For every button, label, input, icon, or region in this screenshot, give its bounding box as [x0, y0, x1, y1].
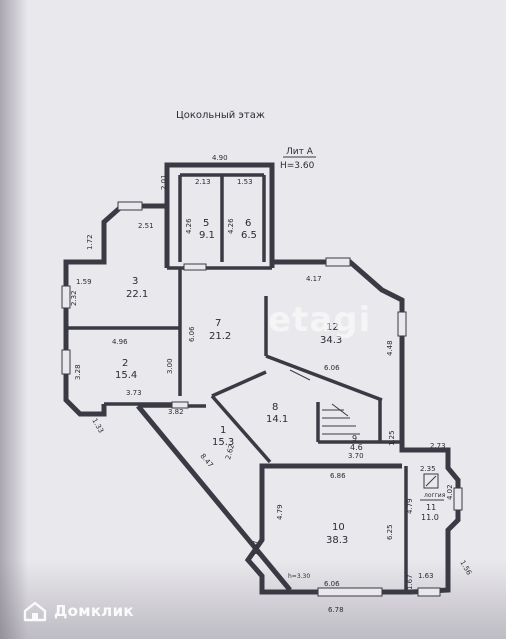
dim-label: 1.59	[76, 278, 92, 286]
dim-label: 6.06	[324, 364, 340, 372]
dim-label: 2.32	[70, 290, 78, 306]
room-labels: 1 15.3 2 15.4 3 22.1 5 9.1 6 6.5 7 21.2 …	[115, 218, 446, 580]
dim-label: 6.86	[330, 472, 346, 480]
room-5-num: 5	[203, 218, 209, 229]
dim-label: 4.79	[276, 504, 284, 520]
dim-label: 2.62	[224, 443, 236, 460]
dim-label: 1.53	[237, 178, 253, 186]
dim-label: 3.82	[168, 408, 184, 416]
stairs	[289, 369, 360, 435]
room-11-num: 11	[426, 503, 436, 512]
room-8-num: 8	[272, 402, 278, 413]
height-label: H=3.60	[280, 161, 315, 171]
dim-label: 1.25	[388, 430, 396, 446]
room-7-area: 21.2	[209, 331, 231, 342]
dim-label: 2.01	[160, 174, 168, 190]
room-5-area: 9.1	[199, 230, 215, 241]
dimension-labels: 4.90 2.01 2.13 1.53 4.26 4.26 2.51 1.72 …	[70, 154, 473, 614]
room-7-num: 7	[215, 318, 221, 329]
dim-label: 1.33	[90, 417, 105, 435]
dim-label: 3.00	[166, 358, 174, 374]
room-1-num: 1	[220, 425, 226, 436]
dim-label: 1.56	[458, 559, 473, 577]
windows	[61, 201, 463, 597]
dim-label: 3.28	[74, 364, 82, 380]
dim-label: 4.26	[185, 218, 193, 234]
loggia-label: логгия	[424, 492, 446, 499]
ceiling-note: h=3.30	[288, 573, 310, 580]
room-8-area: 14.1	[266, 414, 288, 425]
house-logo-icon	[23, 601, 47, 622]
dim-label: 1.72	[86, 234, 94, 250]
room-6-area: 6.5	[241, 230, 257, 241]
room-1-area: 15.3	[212, 437, 234, 448]
dim-label: 2.51	[138, 222, 154, 230]
dim-label: 4.26	[227, 218, 235, 234]
dim-label: 6.06	[324, 580, 340, 588]
scan-bottom-shadow	[0, 560, 506, 639]
dim-label: 1.07	[252, 540, 260, 556]
room-12-num: 12	[326, 322, 339, 333]
room-2-num: 2	[122, 358, 128, 369]
dim-label: 3.70	[348, 452, 364, 460]
room-9-num: 9	[352, 434, 357, 443]
dim-label: 4.48	[386, 340, 394, 356]
dim-label: 4.02	[446, 484, 454, 500]
dim-label: 6.78	[328, 606, 344, 614]
brand-text: Домклик	[54, 602, 134, 620]
dim-label: 1.67	[406, 574, 414, 590]
room-12-area: 34.3	[320, 335, 342, 346]
dim-label: 2.35	[420, 465, 436, 473]
dim-label: 2.13	[195, 178, 211, 186]
room-10-area: 38.3	[326, 535, 348, 546]
dim-label: 3.73	[126, 389, 142, 397]
room-2-area: 15.4	[115, 370, 137, 381]
dim-label: 4.17	[306, 275, 322, 283]
dim-label: 1.63	[418, 572, 434, 580]
room-6-num: 6	[245, 218, 251, 229]
brand-logo: Домклик	[22, 597, 134, 625]
liter-label: Лит А	[286, 147, 314, 157]
room-10-num: 10	[332, 522, 345, 533]
watermark: etagi	[268, 300, 372, 340]
room-3-num: 3	[132, 276, 138, 287]
dim-label: 4.96	[112, 338, 128, 346]
plan-title: Цокольный этаж	[176, 110, 265, 121]
room-11-area: 11.0	[421, 513, 439, 522]
loggia-marker	[423, 473, 439, 489]
dim-label: 4.90	[212, 154, 228, 162]
dim-label: 2.73	[430, 442, 446, 450]
dim-label: 4.79	[406, 498, 414, 514]
dim-label: 6.25	[386, 524, 394, 540]
dim-label: 6.06	[188, 326, 196, 342]
scan-edge-shadow	[0, 0, 28, 639]
room-3-area: 22.1	[126, 289, 148, 300]
dim-label: 8.47	[198, 452, 214, 469]
room-9-area: 4.6	[350, 443, 363, 452]
